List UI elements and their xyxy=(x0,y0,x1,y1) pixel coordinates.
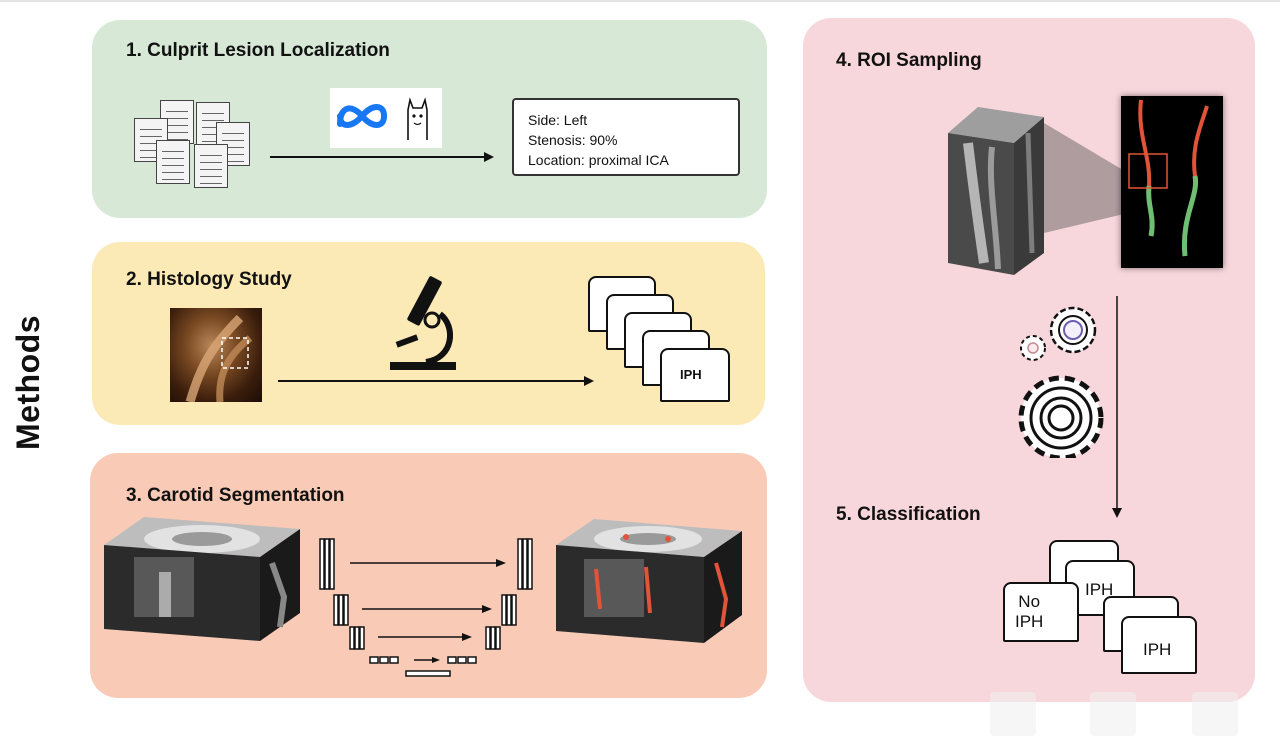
class-label: IPH xyxy=(1143,640,1172,659)
class-card-iph-front: IPH xyxy=(1121,616,1197,674)
classification-cards: IPH No IPH IPH xyxy=(1001,538,1201,678)
panel-culprit-lesion-localization: 1. Culprit Lesion Localization Side: Lef… xyxy=(92,20,767,218)
info-stenosis: Stenosis: 90% xyxy=(528,132,618,148)
llama-icon xyxy=(407,97,428,140)
microscope-icon xyxy=(390,276,456,370)
panel-title: 2. Histology Study xyxy=(126,269,292,290)
panel-roi-sampling-classification: 4. ROI Sampling xyxy=(803,18,1255,702)
info-location: Location: proximal ICA xyxy=(528,152,669,168)
lesion-info-box: Side: Left Stenosis: 90% Location: proxi… xyxy=(512,98,740,176)
methods-side-label: Methods xyxy=(10,314,46,450)
segmentation-image xyxy=(1121,96,1223,268)
ct-volume-segmented xyxy=(556,519,742,643)
viewer-zoom-out-button[interactable] xyxy=(1192,692,1238,736)
roi-volume-icon xyxy=(948,107,1128,275)
ct-volume-input xyxy=(104,517,300,641)
localization-arrow xyxy=(270,152,494,162)
panel-carotid-segmentation: 3. Carotid Segmentation xyxy=(90,453,767,698)
histology-card-front: IPH xyxy=(660,348,730,402)
documents-icon xyxy=(134,100,252,192)
info-side: Side: Left xyxy=(528,112,588,128)
iph-label: IPH xyxy=(680,367,702,382)
class-label: No IPH xyxy=(1015,592,1044,631)
panel-title: 4. ROI Sampling xyxy=(836,50,982,71)
panel-title: 1. Culprit Lesion Localization xyxy=(126,40,390,61)
panel-subtitle: 5. Classification xyxy=(836,504,981,525)
class-card-no-iph: No IPH xyxy=(1003,582,1079,642)
viewer-rotate-button[interactable] xyxy=(990,692,1036,736)
unet-icon xyxy=(319,538,533,677)
panel-title: 3. Carotid Segmentation xyxy=(126,485,345,506)
top-border xyxy=(0,0,1280,2)
gears-icon xyxy=(1018,306,1104,458)
histology-arrow xyxy=(278,376,594,386)
class-label: IPH xyxy=(1085,580,1114,599)
model-logos xyxy=(330,88,442,148)
meta-logo-icon xyxy=(337,104,388,128)
panel-histology-study: 2. Histology Study IPH xyxy=(92,242,765,425)
viewer-zoom-in-button[interactable] xyxy=(1090,692,1136,736)
pipeline-arrow xyxy=(1112,296,1122,518)
histology-image xyxy=(170,308,262,402)
